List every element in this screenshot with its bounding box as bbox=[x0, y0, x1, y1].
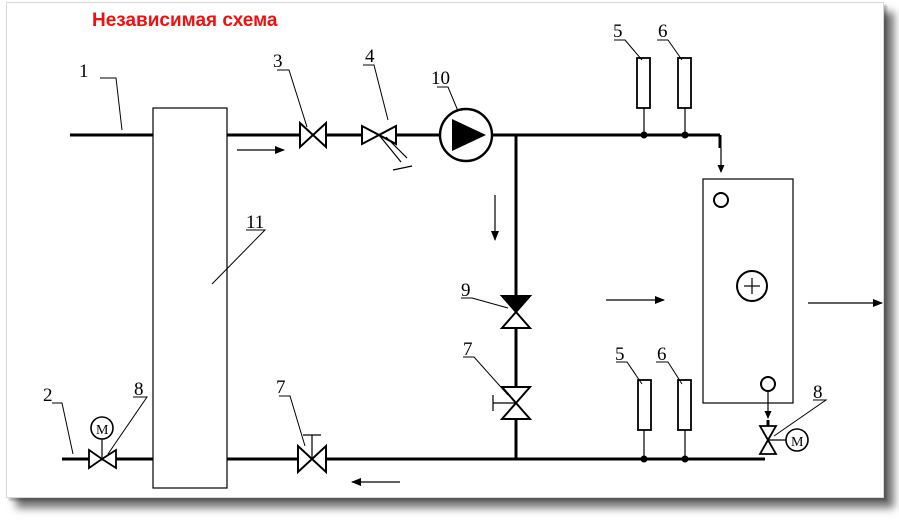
motor-label-right: M bbox=[791, 435, 804, 450]
diagram-title: Независимая схема bbox=[92, 10, 278, 31]
gate-valve-3 bbox=[299, 120, 327, 150]
shutoff-valve-7-horizontal bbox=[297, 434, 327, 475]
label-6-bottom: 6 bbox=[657, 344, 667, 365]
label-5-top: 5 bbox=[613, 21, 623, 42]
manometer-6-top bbox=[677, 57, 692, 139]
leader-lines bbox=[52, 39, 828, 455]
label-1: 1 bbox=[79, 61, 89, 82]
label-4: 4 bbox=[365, 46, 375, 67]
label-11: 11 bbox=[246, 212, 264, 233]
shutoff-valve-7-vertical bbox=[492, 386, 533, 420]
label-3: 3 bbox=[273, 51, 283, 72]
thermometer-5-top bbox=[636, 57, 651, 139]
pump-10 bbox=[438, 107, 494, 163]
motor-valve-left: M bbox=[88, 416, 117, 470]
motor-label-left: M bbox=[96, 423, 109, 438]
heating-consumer bbox=[702, 148, 794, 404]
label-2: 2 bbox=[43, 385, 53, 406]
check-valve-9 bbox=[499, 295, 533, 329]
heat-exchanger bbox=[152, 107, 228, 489]
label-9: 9 bbox=[461, 280, 471, 301]
motor-valve-right: M bbox=[758, 376, 809, 455]
label-5-bottom: 5 bbox=[615, 344, 625, 365]
label-8-left: 8 bbox=[134, 379, 144, 400]
label-10: 10 bbox=[431, 68, 450, 89]
manometer-6-bottom bbox=[677, 379, 692, 463]
filter-4 bbox=[361, 124, 413, 171]
thermometer-5-bottom bbox=[637, 379, 652, 463]
label-7-right: 7 bbox=[463, 339, 473, 360]
label-8-right: 8 bbox=[813, 382, 823, 403]
label-6-top: 6 bbox=[658, 21, 668, 42]
label-7-bottom: 7 bbox=[276, 377, 286, 398]
